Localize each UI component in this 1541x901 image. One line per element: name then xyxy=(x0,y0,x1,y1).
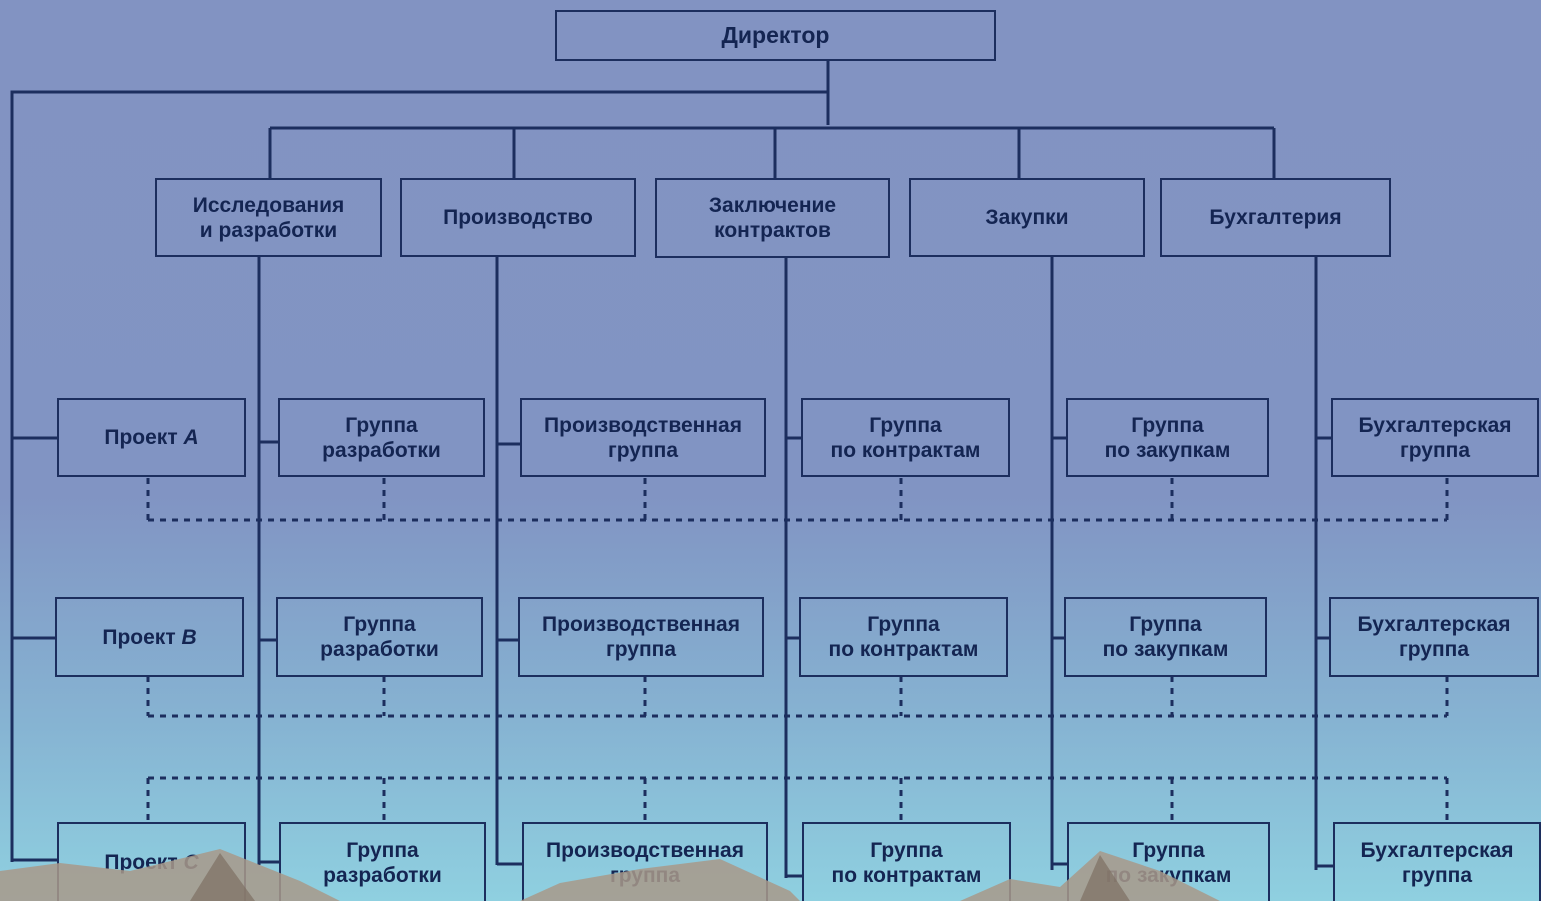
production-group-b-line1: Производственная xyxy=(542,613,740,636)
director-box: Директор xyxy=(555,10,996,61)
production-group-c-line1: Производственная xyxy=(546,838,744,862)
department-contracts-line1: Заключение xyxy=(708,194,837,217)
dev-group-a-line2: разработки xyxy=(322,438,441,462)
accounting-group-a-line1: Бухгалтерская xyxy=(1358,413,1512,437)
project-a-prefix: Проект xyxy=(104,426,178,449)
production-group-a-line2: группа xyxy=(607,438,678,462)
accounting-group-c-line1: Бухгалтерская xyxy=(1360,838,1514,862)
department-rnd-line1: Исследования xyxy=(192,193,345,217)
accounting-group-b-line1: Бухгалтерская xyxy=(1357,613,1511,636)
project-b-box: Проект B xyxy=(55,597,244,677)
director-label: Директор xyxy=(721,22,830,48)
dev-group-c-line1: Группа xyxy=(346,838,419,862)
purchase-group-a-line1: Группа xyxy=(1131,413,1204,437)
department-contracts-line2: контрактов xyxy=(714,219,831,242)
purchase-group-c-line1: Группа xyxy=(1132,838,1205,862)
accounting-group-b-line2: группа xyxy=(1398,638,1470,661)
mountain-decoration xyxy=(0,849,1220,901)
department-accounting: Бухгалтерия xyxy=(1160,178,1391,257)
contract-group-b-line2: по контрактам xyxy=(828,638,979,661)
department-purchasing: Закупки xyxy=(909,178,1145,257)
department-production-label: Производство xyxy=(443,206,593,229)
dev-group-c-line2: разработки xyxy=(323,863,442,887)
purchase-group-a-line2: по закупкам xyxy=(1104,438,1231,462)
project-b-prefix: Проект xyxy=(102,625,176,649)
contract-group-c-line1: Группа xyxy=(870,838,943,862)
project-a-box: Проект A xyxy=(57,398,246,477)
accounting-group-a-line2: группа xyxy=(1399,438,1471,462)
accounting-group-c-line2: группа xyxy=(1401,863,1473,887)
contract-group-b-line1: Группа xyxy=(867,613,940,636)
production-group-a-line1: Производственная xyxy=(544,413,742,437)
purchase-group-b-line2: по закупкам xyxy=(1102,638,1229,661)
contract-group-c-line2: по контрактам xyxy=(831,863,982,887)
dev-group-a-line1: Группа xyxy=(345,413,418,437)
contract-group-a-line2: по контрактам xyxy=(830,438,981,462)
project-b-letter: B xyxy=(181,625,197,649)
contract-group-a-line1: Группа xyxy=(869,413,942,437)
department-rnd-line2: и разработки xyxy=(199,218,338,242)
department-production: Производство xyxy=(400,178,636,257)
department-accounting-label: Бухгалтерия xyxy=(1209,206,1342,229)
purchase-group-b-line1: Группа xyxy=(1129,613,1202,636)
dev-group-b-line1: Группа xyxy=(343,613,416,636)
production-group-b-line2: группа xyxy=(605,638,676,661)
department-purchasing-label: Закупки xyxy=(985,206,1069,229)
project-a-letter: A xyxy=(183,426,199,449)
dev-group-b-line2: разработки xyxy=(320,638,439,661)
